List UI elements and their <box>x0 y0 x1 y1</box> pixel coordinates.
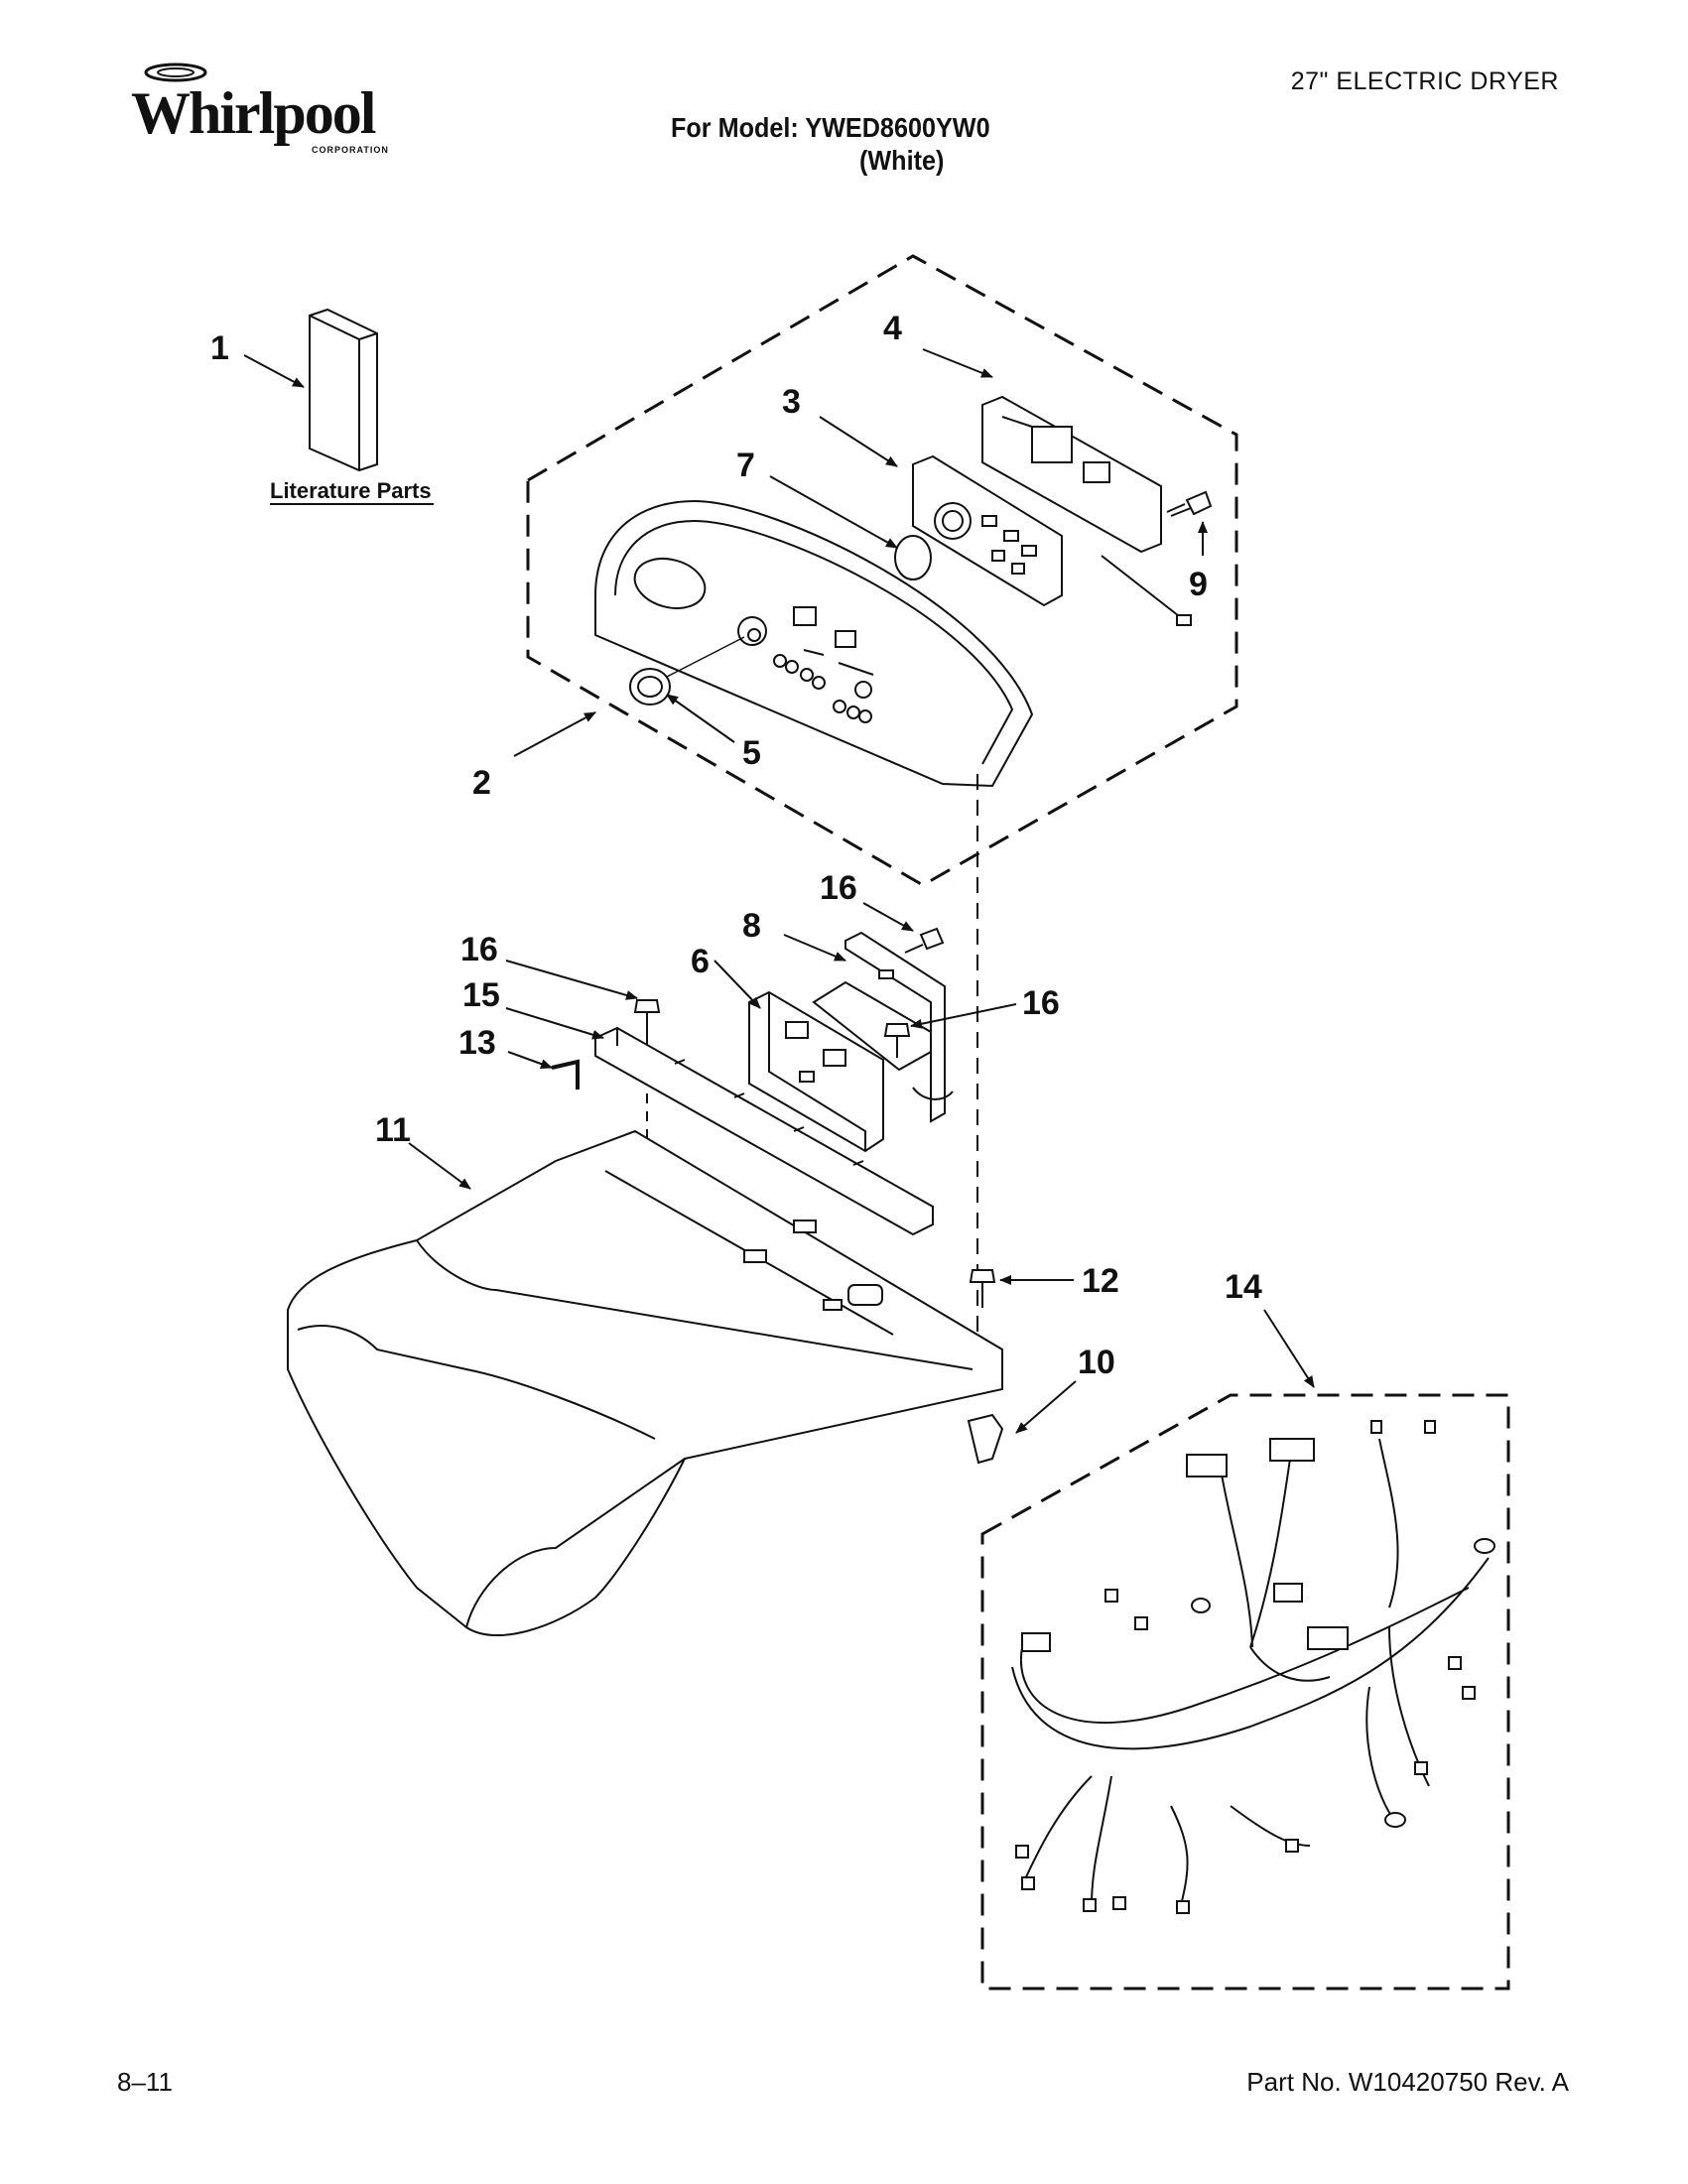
screw-16-top <box>904 927 945 954</box>
electronic-control <box>748 990 884 1153</box>
part-number: Part No. W10420750 Rev. A <box>1246 2067 1569 2097</box>
top-panel <box>287 1129 1003 1636</box>
callout-9: 9 <box>1189 566 1208 603</box>
callout-15: 15 <box>462 976 500 1014</box>
callout-3: 3 <box>782 383 801 421</box>
screw-12 <box>969 1269 996 1308</box>
literature-part <box>309 308 378 472</box>
whirlpool-logo: Whirlpool CORPORATION <box>127 62 388 161</box>
harness-connectors <box>1015 1420 1495 1914</box>
console-wire <box>1101 555 1184 620</box>
model-line: For Model: YWED8600YW0 <box>671 112 990 143</box>
appliance-type: 27" ELECTRIC DRYER <box>1290 67 1559 95</box>
logo-swirl-icon <box>144 63 207 82</box>
callout-5: 5 <box>742 734 761 772</box>
callout-7: 7 <box>736 447 755 484</box>
wiring-harness-boundary <box>980 1393 1510 1991</box>
console-wire-connector <box>1176 614 1192 626</box>
ui-housing <box>981 395 1162 554</box>
callout-4: 4 <box>883 310 902 347</box>
knob <box>629 668 671 706</box>
callout-16-left: 16 <box>460 931 498 968</box>
logo-corporation: CORPORATION <box>312 145 389 155</box>
date-code: 8–11 <box>117 2067 173 2097</box>
screw-9 <box>1166 490 1213 517</box>
color-line: (White) <box>859 145 945 176</box>
hex-key <box>551 1059 580 1090</box>
callout-12: 12 <box>1082 1262 1119 1300</box>
callout-10: 10 <box>1078 1344 1115 1381</box>
logo-wordmark: Whirlpool <box>131 80 376 146</box>
callout-16-right: 16 <box>1022 984 1060 1022</box>
screw-16-right <box>883 1023 911 1058</box>
console-assembly-boundary <box>526 254 1238 887</box>
callout-8: 8 <box>742 907 761 945</box>
overlay-lens <box>894 535 932 580</box>
clip <box>967 1413 1004 1465</box>
callout-6: 6 <box>691 943 710 980</box>
callout-16-top: 16 <box>820 869 857 907</box>
console-rail <box>594 1026 934 1236</box>
callout-1: 1 <box>210 329 229 367</box>
callout-2: 2 <box>472 764 491 802</box>
knob-axis <box>666 636 745 678</box>
callout-arrows <box>243 348 1315 1434</box>
wiring-harness <box>1011 1438 1490 1906</box>
control-board <box>912 454 1063 607</box>
mounting-bracket <box>812 931 954 1123</box>
callout-13: 13 <box>458 1024 496 1062</box>
callout-11: 11 <box>375 1111 411 1149</box>
callout-14: 14 <box>1225 1268 1262 1306</box>
screw-16-left <box>633 999 661 1040</box>
console-panel <box>594 499 1034 788</box>
literature-parts-label: Literature Parts <box>270 478 432 503</box>
callout-labels: 1 2 3 4 5 6 7 8 9 10 11 12 13 14 15 16 1… <box>210 310 1262 1381</box>
